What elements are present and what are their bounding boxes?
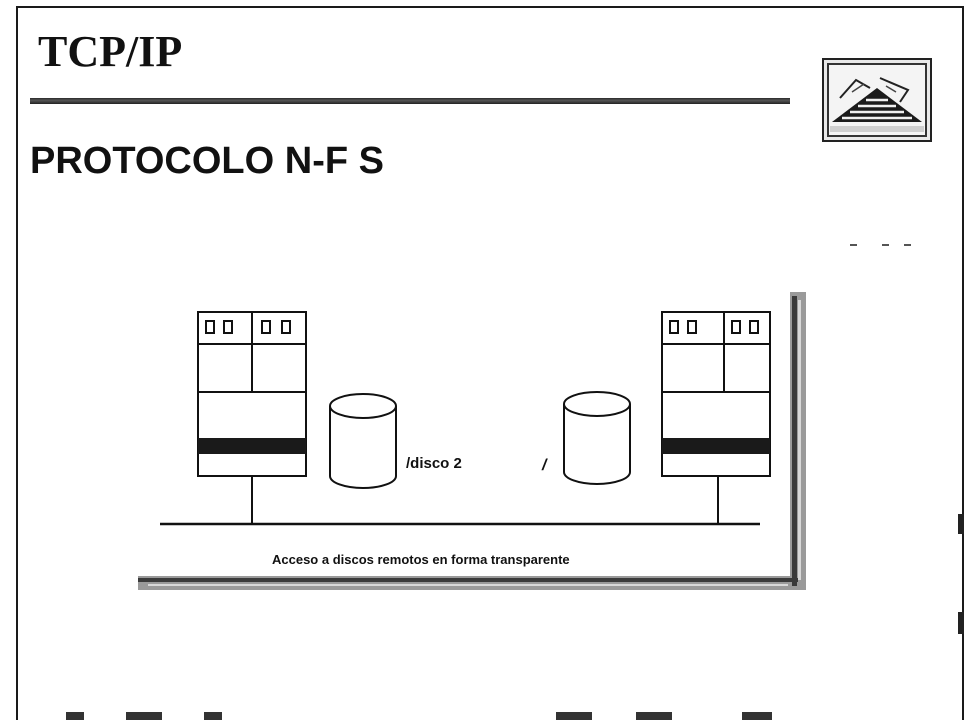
scan-mark [742, 712, 772, 720]
scan-mark [904, 244, 911, 246]
scan-mark [126, 712, 162, 720]
scan-mark [66, 712, 84, 720]
left-server [198, 312, 306, 524]
disk-left [330, 394, 396, 488]
pyramid-logo-icon [822, 58, 932, 142]
nfs-diagram: /disco 2 / Acceso a discos remotos en fo… [138, 290, 818, 594]
diagram-caption: Acceso a discos remotos en forma transpa… [272, 552, 570, 567]
scan-mark [850, 244, 857, 246]
right-server [662, 312, 770, 524]
scan-mark [204, 712, 222, 720]
scan-mark [636, 712, 672, 720]
title-underline-rule [30, 98, 790, 104]
slide-title: TCP/IP [38, 26, 182, 77]
disk-left-label: /disco 2 [406, 455, 462, 472]
scan-mark [958, 612, 964, 634]
disk-right-label: / [541, 457, 548, 474]
disk-right [564, 392, 630, 484]
scan-mark [958, 514, 964, 534]
slide-subtitle: PROTOCOLO N-F S [30, 140, 384, 183]
scan-mark [882, 244, 889, 246]
scan-mark [556, 712, 592, 720]
